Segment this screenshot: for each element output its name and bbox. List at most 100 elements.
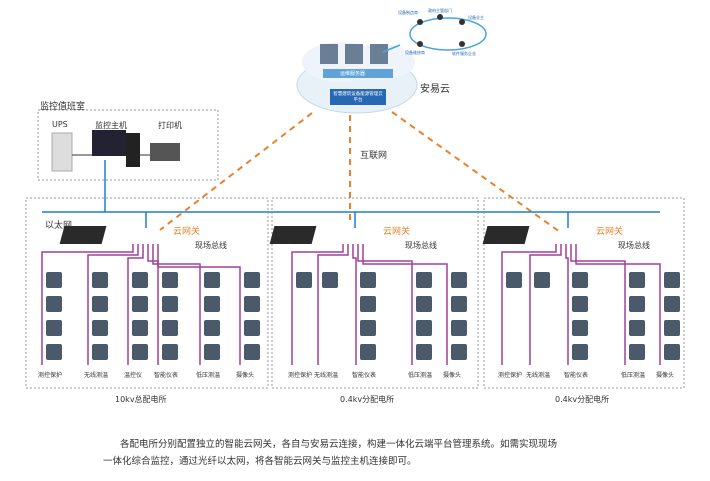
fieldbus-line bbox=[157, 244, 241, 365]
field-device-icon bbox=[629, 320, 645, 336]
fieldbus-line bbox=[362, 244, 448, 365]
device-group-label: 测控保护 bbox=[498, 372, 523, 379]
stakeholder-ring bbox=[409, 17, 487, 51]
description-line-1: 各配电所分别配置独立的智能云网关，各自与安易云连接，构建一体化云端平台管理系统。… bbox=[120, 439, 558, 450]
substation-name: 10kv总配电所 bbox=[115, 395, 167, 404]
fieldbus-label: 现场总线 bbox=[195, 241, 227, 250]
person-icon bbox=[417, 19, 423, 25]
field-device-icon bbox=[451, 296, 467, 312]
device-group-label: 无线测温 bbox=[314, 372, 339, 379]
device-group-label: 低压测温 bbox=[621, 372, 646, 379]
fieldbus-line bbox=[501, 244, 557, 365]
field-device-icon bbox=[451, 344, 467, 360]
field-device-icon bbox=[244, 296, 260, 312]
field-device-icon bbox=[132, 320, 148, 336]
fieldbus-line bbox=[152, 244, 201, 365]
device-label: 监控主机 bbox=[95, 121, 127, 130]
device-label: UPS bbox=[52, 120, 68, 129]
ups-icon bbox=[51, 132, 73, 172]
person-icon bbox=[459, 41, 465, 47]
device-group-label: 智能仪表 bbox=[564, 372, 589, 379]
gateway-label: 云网关 bbox=[383, 227, 411, 237]
field-device-icon bbox=[46, 320, 62, 336]
substation-box-1 bbox=[25, 197, 269, 389]
field-device-icon bbox=[244, 344, 260, 360]
field-device-icon bbox=[46, 344, 62, 360]
field-device-icon bbox=[572, 272, 588, 288]
stakeholder-label: 设备制造商 bbox=[398, 10, 418, 15]
fieldbus-line bbox=[575, 244, 661, 365]
fieldbus-line bbox=[291, 244, 344, 365]
description-line-2: 一体化综合监控，通过光纤以太网，将各智能云网关与监控主机连接即可。 bbox=[103, 456, 417, 467]
field-device-icon bbox=[416, 296, 432, 312]
monitor-icon bbox=[92, 130, 126, 156]
device-group-label: 无线测温 bbox=[526, 372, 551, 379]
field-device-icon bbox=[629, 272, 645, 288]
stakeholder-label: 软件服务企业 bbox=[452, 51, 476, 56]
field-device-icon bbox=[416, 344, 432, 360]
field-device-icon bbox=[506, 272, 522, 288]
field-device-icon bbox=[162, 344, 178, 360]
internet-label: 互联网 bbox=[360, 151, 388, 161]
field-device-icon bbox=[46, 272, 62, 288]
field-device-icon bbox=[534, 272, 550, 288]
field-device-icon bbox=[204, 296, 220, 312]
field-device-icon bbox=[451, 272, 467, 288]
cloud-gateway-icon bbox=[269, 226, 317, 244]
field-device-icon bbox=[664, 272, 680, 288]
device-group-label: 测控保护 bbox=[38, 372, 63, 379]
substation bbox=[482, 226, 680, 365]
field-device-icon bbox=[132, 344, 148, 360]
pc-tower-icon bbox=[126, 133, 140, 167]
fieldbus-line bbox=[529, 244, 562, 365]
field-device-icon bbox=[92, 272, 108, 288]
substation-box-3 bbox=[483, 197, 685, 389]
gateway-label: 云网关 bbox=[173, 227, 201, 237]
device-group-label: 智能仪表 bbox=[352, 372, 377, 379]
field-device-icon bbox=[92, 344, 108, 360]
fieldbus-line bbox=[127, 244, 144, 365]
substation bbox=[41, 226, 260, 365]
fieldbus-line bbox=[357, 244, 413, 365]
printer-icon bbox=[150, 143, 180, 161]
field-device-icon bbox=[360, 320, 376, 336]
server-icon bbox=[370, 44, 388, 64]
field-device-icon bbox=[132, 272, 148, 288]
stakeholder-label: 设备业主 bbox=[468, 15, 484, 20]
device-group-label: 智能仪表 bbox=[154, 372, 179, 379]
control-room-box bbox=[37, 109, 219, 181]
ethernet-label: 以太网 bbox=[45, 221, 73, 231]
platform-label: 智慧建筑设备能源管理云平台 bbox=[333, 92, 383, 103]
fieldbus-line bbox=[570, 244, 626, 365]
device-group-label: 低压测温 bbox=[196, 372, 221, 379]
device-group-label: 摄像头 bbox=[236, 372, 255, 379]
cloud-gateway-icon bbox=[482, 226, 530, 244]
field-device-icon bbox=[92, 320, 108, 336]
field-device-icon bbox=[664, 296, 680, 312]
gateway-label: 云网关 bbox=[596, 227, 624, 237]
fieldbus-line bbox=[87, 244, 139, 365]
person-icon bbox=[417, 41, 423, 47]
field-device-icon bbox=[162, 272, 178, 288]
cloud bbox=[296, 42, 418, 114]
field-device-icon bbox=[360, 344, 376, 360]
fieldbus-line bbox=[41, 244, 134, 365]
field-device-icon bbox=[360, 272, 376, 288]
field-device-icon bbox=[416, 272, 432, 288]
device-group-label: 低压测温 bbox=[408, 372, 433, 379]
server-label: 运维服务器 bbox=[340, 71, 366, 77]
internet-links bbox=[159, 111, 561, 233]
field-device-icon bbox=[132, 296, 148, 312]
substation-box-2 bbox=[271, 197, 479, 389]
field-device-icon bbox=[629, 296, 645, 312]
substation-name: 0.4kv分配电所 bbox=[555, 395, 610, 404]
device-group-label: 无线测温 bbox=[84, 372, 109, 379]
field-device-icon bbox=[204, 272, 220, 288]
field-device-icon bbox=[572, 296, 588, 312]
field-device-icon bbox=[322, 272, 338, 288]
substation-name: 0.4kv分配电所 bbox=[340, 395, 395, 404]
cloud-gateway-icon bbox=[59, 226, 107, 244]
fieldbus-label: 现场总线 bbox=[405, 241, 437, 250]
server-icon bbox=[345, 44, 363, 64]
